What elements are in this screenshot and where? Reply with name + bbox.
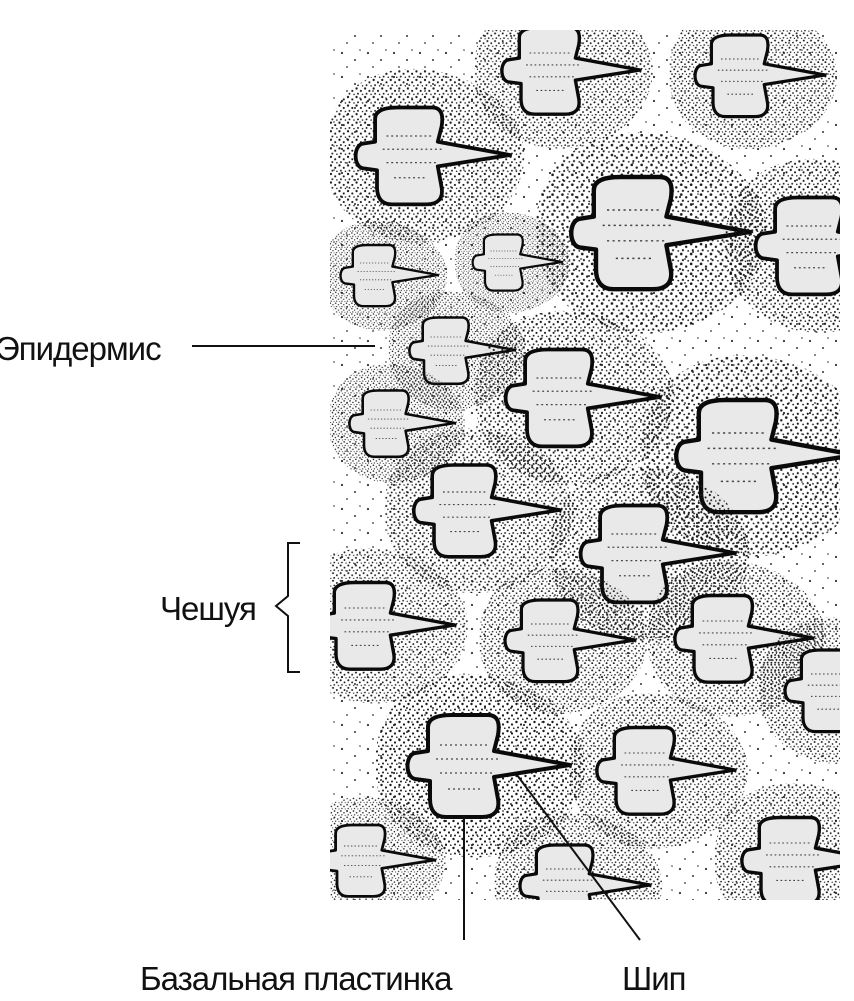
scale-brace (276, 543, 300, 672)
epidermis-region (289, 0, 854, 959)
scale (714, 783, 854, 938)
label-basal-plate: Базальная пластинка (140, 960, 453, 997)
label-epidermis: Эпидермис (0, 330, 161, 367)
label-spine: Шип (622, 960, 686, 997)
scale-callout: Чешуя (160, 543, 300, 672)
label-scale: Чешуя (160, 590, 256, 627)
epidermis-callout: Эпидермис (0, 330, 375, 367)
